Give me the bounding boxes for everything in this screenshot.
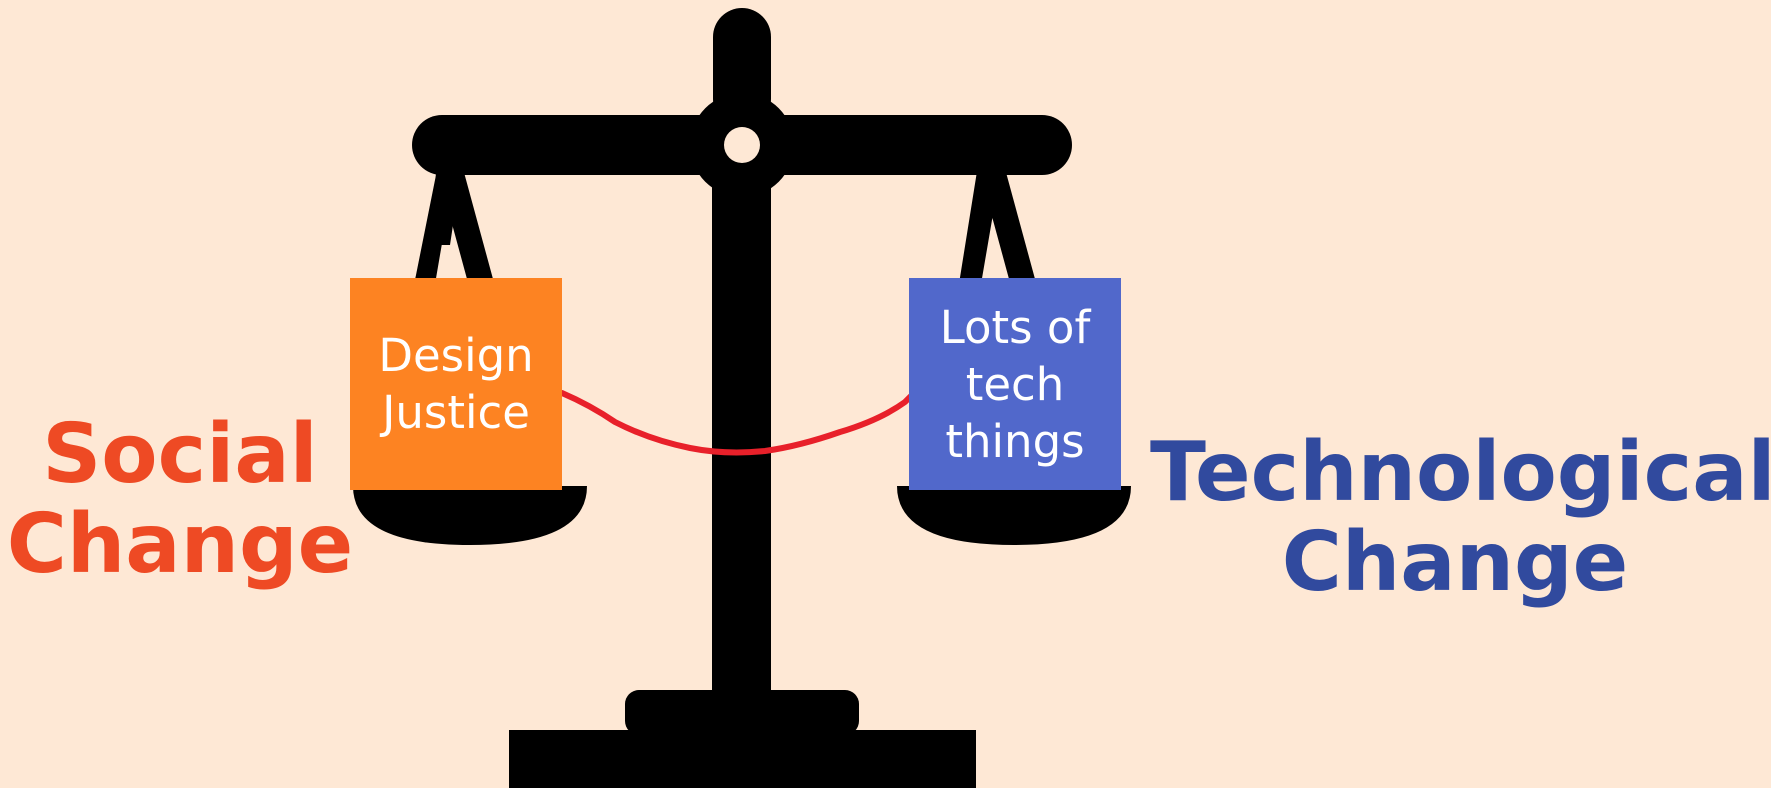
design-justice-line2: Justice [382,386,530,439]
design-justice-line1: Design [378,329,534,382]
technological-change-line1: Technological [1150,425,1771,520]
right-pan [897,486,1131,545]
tech-things-line1: Lots of [939,300,1091,354]
scale-post [690,8,794,710]
left-pan [353,486,587,545]
tech-things-box: Lots of tech things [909,278,1121,490]
technological-change-label: Technological Change [1150,425,1771,611]
social-change-label: Social Change [0,407,360,593]
design-justice-box: Design Justice [350,278,562,490]
tech-things-line2: tech [965,357,1065,411]
tech-things-line3: things [945,414,1085,468]
left-pan-hanger [410,165,496,290]
pivot-hole [724,127,760,163]
social-change-line2: Change [6,497,354,593]
social-change-line1: Social [42,407,318,502]
scale-base [509,690,976,788]
connector-string [559,389,918,456]
right-pan-hanger [958,165,1038,290]
technological-change-line2: Change [1281,515,1629,611]
